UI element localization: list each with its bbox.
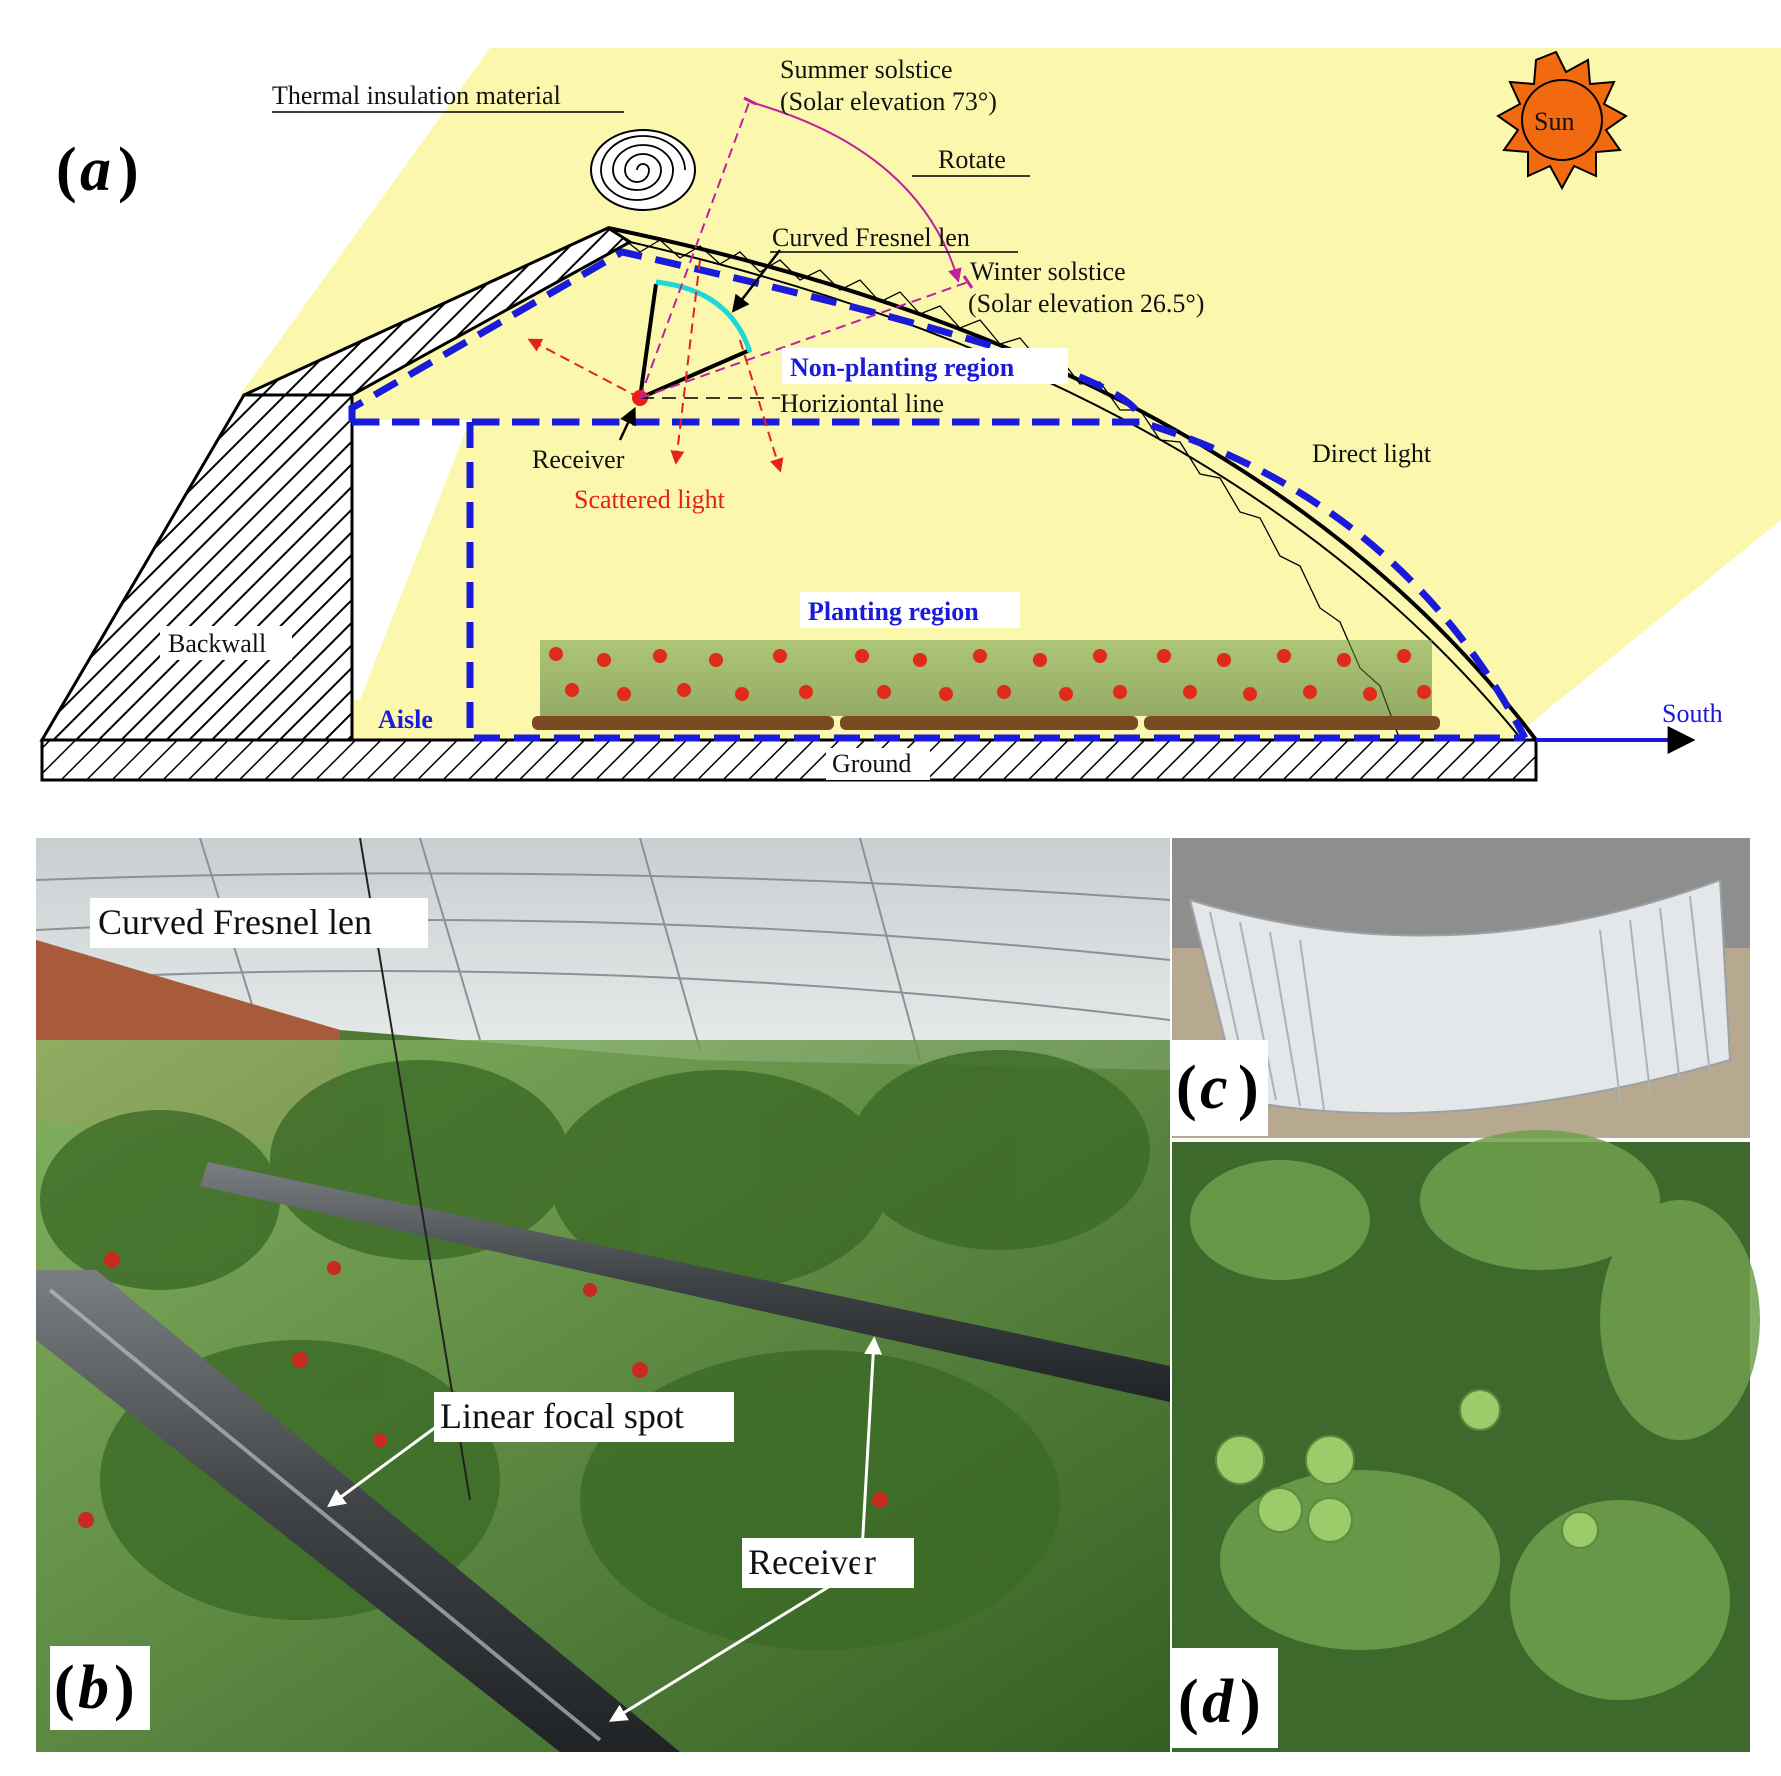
- direct-light-label: Direct light: [1312, 439, 1432, 468]
- horizontal-line-label: Horiziontal line: [780, 389, 944, 418]
- panel-b-open-paren: (: [54, 1654, 75, 1722]
- panel-a-close-paren: ): [118, 136, 139, 204]
- photo-receiver-label: Receiver: [748, 1542, 876, 1582]
- south-label: South: [1662, 699, 1723, 728]
- front-roof-arc: [607, 226, 1538, 742]
- backwall-shape: [39, 393, 354, 742]
- panel-d-photo: ( d ): [1172, 1130, 1760, 1752]
- summer-ray-line: [639, 99, 751, 399]
- summer-solstice-label: Summer solstice: [780, 55, 953, 84]
- panel-c-letter: c: [1200, 1054, 1228, 1122]
- tomato-crops: [532, 640, 1440, 730]
- panel-a-diagram: ( a ) Thermal insulation material Summer…: [39, 48, 1781, 782]
- aisle-shadow: [352, 420, 470, 700]
- linear-focal-spot-label: Linear focal spot: [440, 1396, 684, 1436]
- receiver-label: Receiver: [532, 445, 625, 474]
- thermal-insulation-roll: [590, 129, 696, 211]
- summer-elevation-label: (Solar elevation 73°): [780, 87, 997, 116]
- sun-icon: [1496, 50, 1628, 191]
- roof-truss: [619, 235, 1401, 741]
- panel-d-letter: d: [1202, 1668, 1234, 1736]
- backwall-label: Backwall: [168, 629, 266, 658]
- panel-c-photo: ( c ): [1172, 838, 1750, 1138]
- non-planting-region-label: Non-planting region: [790, 353, 1015, 382]
- front-roof-inner-arc: [629, 241, 1523, 741]
- panel-a-open-paren: (: [56, 136, 77, 204]
- rotate-label: Rotate: [938, 145, 1006, 174]
- planting-region-label: Planting region: [808, 597, 979, 626]
- winter-solstice-label: Winter solstice: [970, 257, 1126, 286]
- receiver-pipe-near: [36, 1270, 680, 1752]
- fresnel-lens-sheet: [1188, 878, 1732, 1115]
- ground-label: Ground: [832, 749, 911, 778]
- green-tomato: [1215, 1435, 1265, 1485]
- panel-d-open-paren: (: [1178, 1668, 1199, 1736]
- panel-a-letter: a: [80, 136, 111, 204]
- aisle-label: Aisle: [378, 705, 433, 734]
- rotate-arc: [749, 101, 962, 283]
- sun-label: Sun: [1534, 107, 1574, 136]
- scattered-light-label: Scattered light: [574, 485, 726, 514]
- photo-curved-fresnel-label: Curved Fresnel len: [98, 902, 372, 942]
- panel-c-open-paren: (: [1176, 1054, 1197, 1122]
- curved-fresnel-lens: [655, 279, 753, 353]
- receiver-tube-far: [200, 1162, 1170, 1402]
- panel-b-close-paren: ): [114, 1654, 135, 1722]
- ground-slab: [40, 738, 1538, 782]
- curved-fresnel-label: Curved Fresnel len: [772, 223, 970, 252]
- winter-elevation-label: (Solar elevation 26.5°): [968, 289, 1204, 318]
- greenhouse-envelope-outline: [352, 418, 1529, 740]
- winter-ray-line: [639, 281, 969, 399]
- panel-c-close-paren: ): [1238, 1054, 1259, 1122]
- thermal-insulation-label: Thermal insulation material: [272, 81, 561, 110]
- panel-b-letter: b: [78, 1654, 109, 1722]
- panel-d-close-paren: ): [1240, 1668, 1261, 1736]
- planting-region-outline: [466, 422, 1525, 742]
- panel-b-photo: Curved Fresnel len Linear focal spot Rec…: [35, 837, 1171, 1752]
